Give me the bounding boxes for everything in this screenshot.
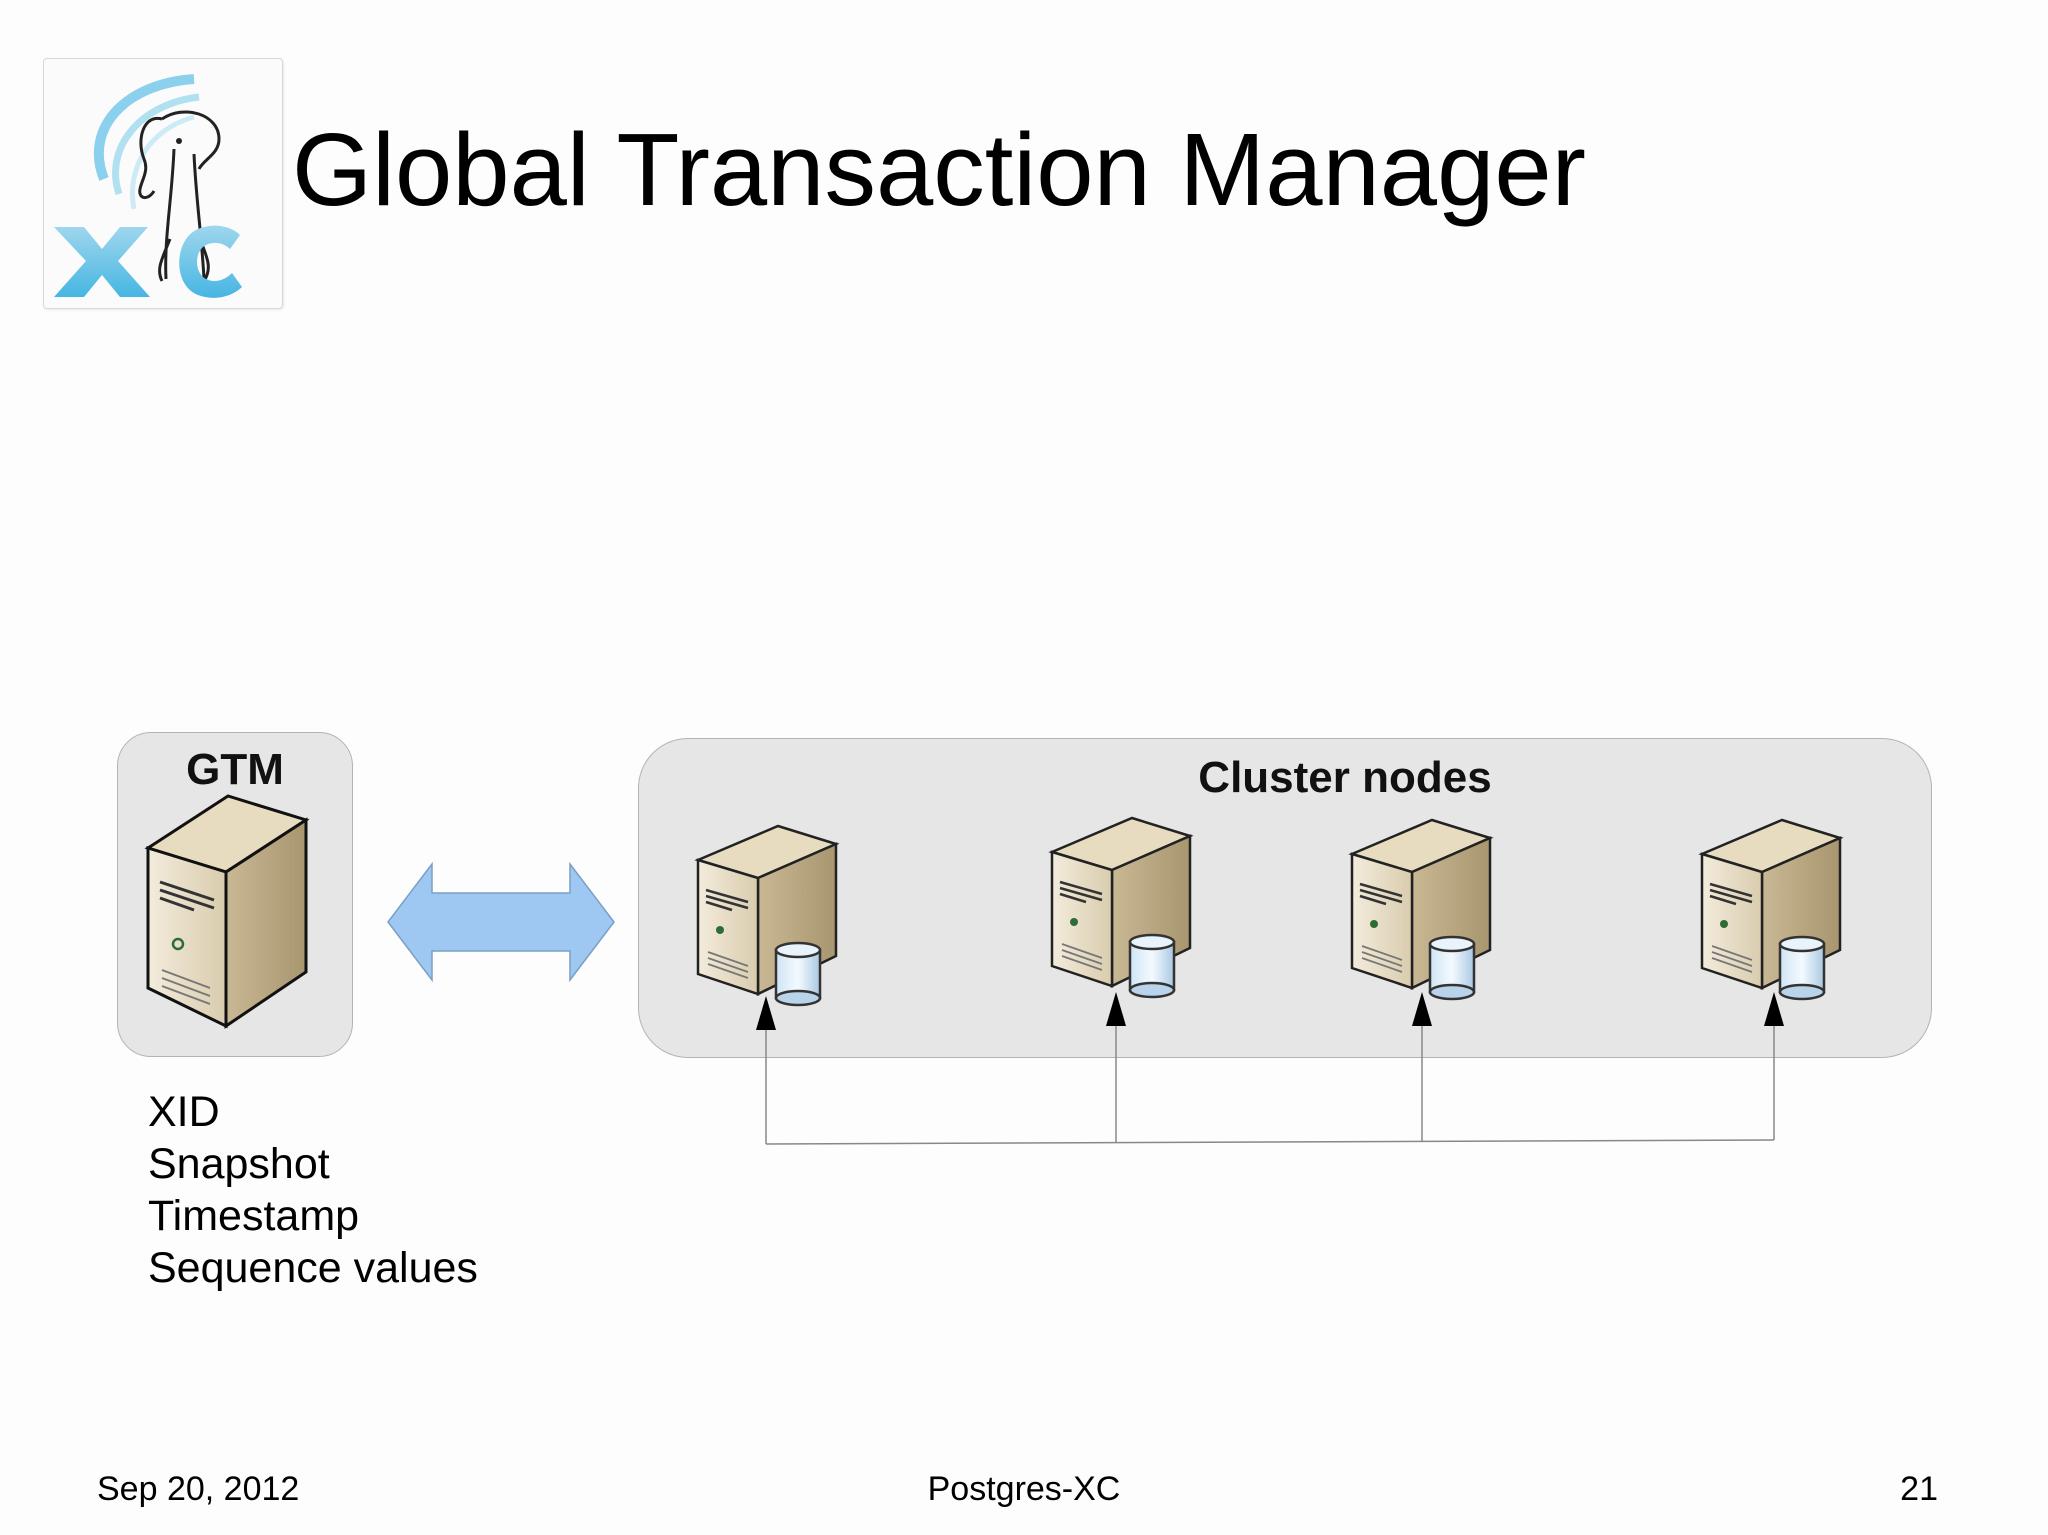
bidirectional-arrow-icon	[388, 864, 614, 980]
database-cylinder-icon	[1130, 935, 1174, 997]
cluster-node-server-icon	[1702, 820, 1840, 999]
list-item: Snapshot	[148, 1138, 478, 1190]
database-cylinder-icon	[1430, 937, 1474, 999]
arrowhead-icon	[756, 996, 776, 1030]
arrowhead-icon	[1764, 992, 1784, 1026]
cluster-node-server-icon	[1352, 820, 1490, 999]
cluster-node-server-icon	[1052, 818, 1190, 997]
database-cylinder-icon	[776, 943, 820, 1005]
list-item: Sequence values	[148, 1242, 478, 1294]
page-number: 21	[1900, 1470, 1938, 1509]
database-cylinder-icon	[1780, 937, 1824, 999]
gtm-server-icon	[148, 796, 306, 1026]
gtm-provides-list: XID Snapshot Timestamp Sequence values	[148, 1086, 478, 1294]
footer-title: Postgres-XC	[0, 1470, 2048, 1509]
cluster-node-server-icon	[698, 826, 836, 1005]
connector-arrowheads	[756, 992, 1784, 1030]
arrowhead-icon	[1412, 992, 1432, 1026]
list-item: Timestamp	[148, 1190, 478, 1242]
list-item: XID	[148, 1086, 478, 1138]
connector-lines	[766, 1018, 1774, 1144]
arrowhead-icon	[1106, 992, 1126, 1026]
